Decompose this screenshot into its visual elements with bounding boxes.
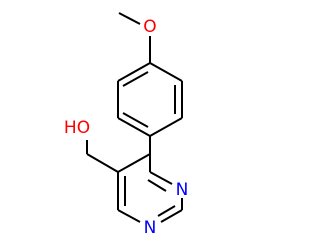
bond-n1-c6	[117, 209, 141, 223]
bond-benzene-6	[117, 62, 151, 82]
bond-c5-c4	[117, 153, 151, 173]
bond-c4-n3-inner	[147, 179, 167, 192]
bond-c2-n1	[160, 209, 183, 223]
bond-c5-ch2	[86, 153, 119, 173]
bond-benzene-4	[117, 117, 151, 137]
oxygen-methoxy-label: O	[143, 17, 156, 37]
structure-diagram: O HO N N	[64, 12, 188, 238]
nitrogen-3-label: N	[176, 180, 189, 200]
atom-labels: O HO N N	[64, 17, 188, 238]
bond-c4-n3	[149, 171, 173, 185]
bond-benzene-1	[149, 62, 183, 82]
bond-benzene-4-inner	[122, 112, 149, 128]
bond-c2-n1-inner	[157, 205, 176, 217]
nitrogen-1-label: N	[144, 218, 157, 238]
bond-benzene-6-inner	[122, 71, 149, 87]
bond-methyl-o	[118, 12, 141, 25]
bond-benzene-3	[149, 117, 183, 137]
hydroxyl-label: HO	[64, 118, 90, 138]
bonds	[86, 12, 183, 223]
